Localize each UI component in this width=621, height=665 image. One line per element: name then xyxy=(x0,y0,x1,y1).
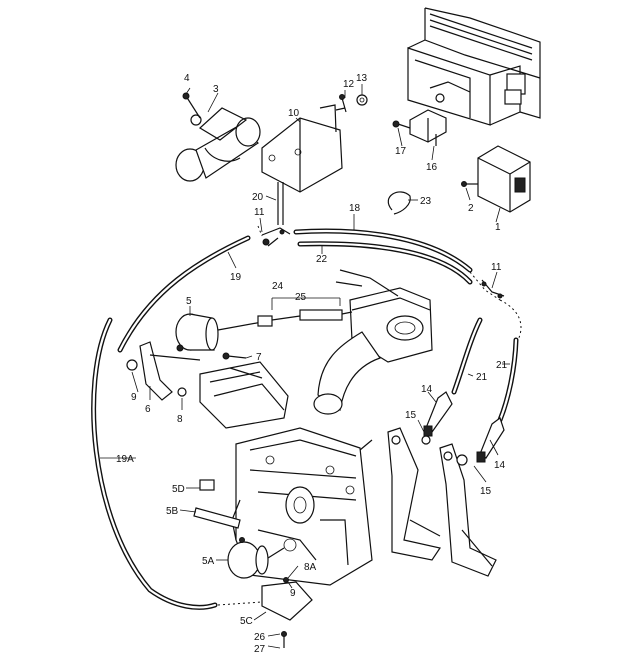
vent-valves-14 xyxy=(421,391,505,466)
callout-19A: 19A xyxy=(116,454,134,465)
callout-5A: 5A xyxy=(202,556,215,567)
callout-8: 8 xyxy=(177,414,183,425)
engine-block xyxy=(199,361,373,586)
callout-5: 5 xyxy=(186,296,192,307)
callout-11-left: 11 xyxy=(254,207,265,218)
callout-13: 13 xyxy=(356,73,368,84)
callout-27: 27 xyxy=(254,644,266,655)
callout-9-top: 9 xyxy=(131,392,137,403)
callout-21-left: 21 xyxy=(476,372,488,383)
control-unit-1 xyxy=(461,145,531,213)
pedal-assembly xyxy=(387,427,497,577)
leader-lines xyxy=(100,84,510,649)
connection-dashes xyxy=(217,225,522,606)
callout-11-right: 11 xyxy=(491,262,502,273)
callout-8A: 8A xyxy=(304,562,317,573)
t-piece-11 xyxy=(261,227,291,247)
callout-12: 12 xyxy=(343,79,355,90)
callout-15-right: 15 xyxy=(480,486,492,497)
dashboard-housing xyxy=(407,7,541,126)
callout-25: 25 xyxy=(295,292,307,303)
bracket-10 xyxy=(261,104,346,193)
callout-3: 3 xyxy=(213,84,219,95)
vacuum-hoses xyxy=(91,228,519,610)
callout-6: 6 xyxy=(145,404,151,415)
callout-21-right: 21 xyxy=(496,360,508,371)
callout-5D: 5D xyxy=(172,484,185,495)
relay-16 xyxy=(392,109,447,146)
callout-15-left: 15 xyxy=(405,410,417,421)
clip-23 xyxy=(387,191,411,215)
callout-26: 26 xyxy=(254,632,266,643)
screw-12-nut-13 xyxy=(339,94,368,113)
callout-5B: 5B xyxy=(166,506,179,517)
connector-11-right xyxy=(481,279,505,299)
callout-9-bottom: 9 xyxy=(290,588,296,599)
callout-18: 18 xyxy=(349,203,361,214)
callout-14-right: 14 xyxy=(494,460,506,471)
callout-14-left: 14 xyxy=(421,384,433,395)
callout-24: 24 xyxy=(272,281,284,292)
callout-labels: 4 3 10 12 13 17 16 2 1 20 23 18 11 22 19… xyxy=(116,73,508,655)
callout-16: 16 xyxy=(426,162,438,173)
callout-7: 7 xyxy=(256,352,262,363)
callout-17: 17 xyxy=(395,146,407,157)
callout-5C: 5C xyxy=(240,616,253,627)
callout-2: 2 xyxy=(468,203,474,214)
vacuum-motor-assembly xyxy=(175,92,261,182)
callout-20: 20 xyxy=(252,192,264,203)
throttle-housing xyxy=(313,269,433,415)
actuator-5 xyxy=(175,297,353,352)
callout-10: 10 xyxy=(288,108,300,119)
callout-1: 1 xyxy=(495,222,501,233)
callout-22: 22 xyxy=(316,254,328,265)
callout-23: 23 xyxy=(420,196,432,207)
callout-19: 19 xyxy=(230,272,242,283)
callout-4: 4 xyxy=(184,73,190,84)
bracket-6 xyxy=(126,341,247,401)
actuator-5A-group xyxy=(193,479,313,648)
